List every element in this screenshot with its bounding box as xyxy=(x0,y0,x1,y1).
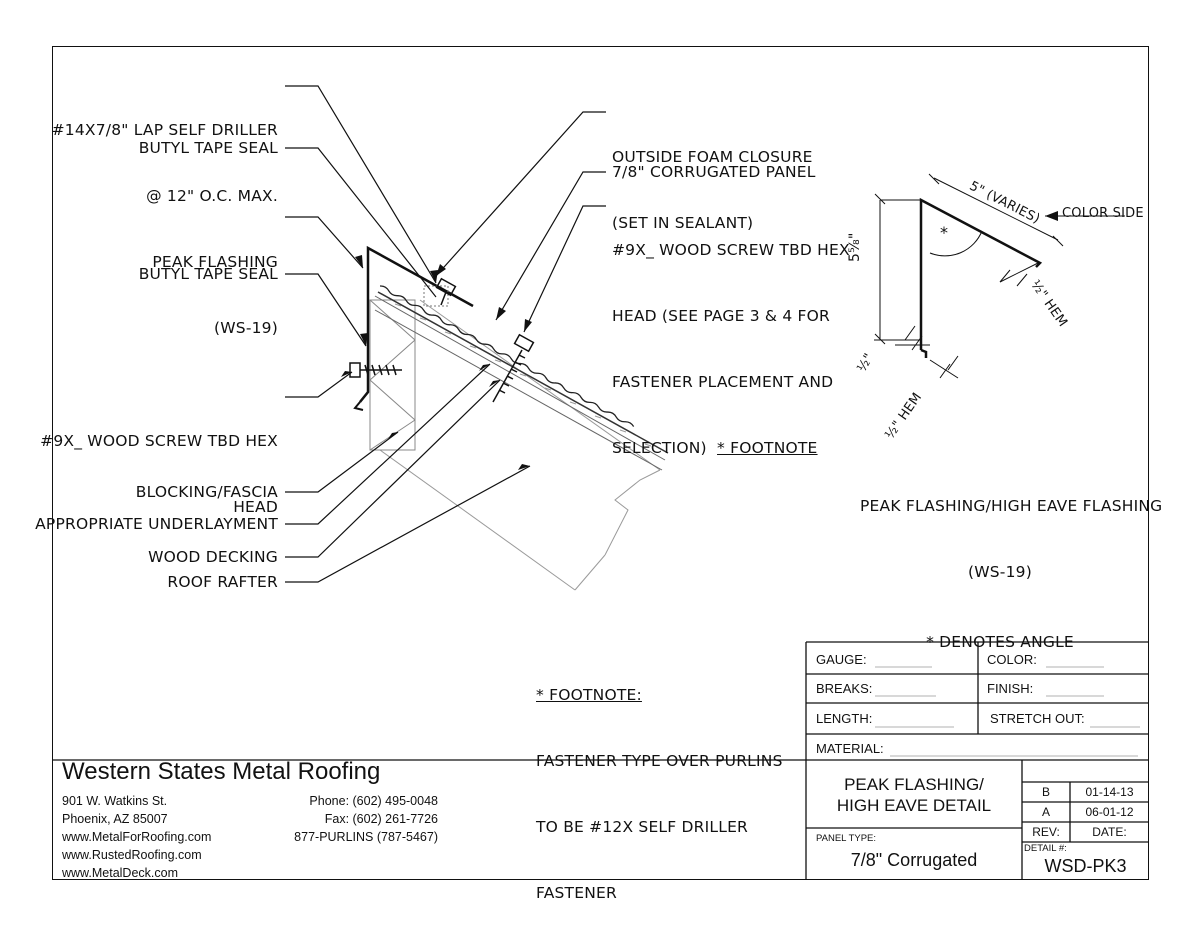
company-contact: Phone: (602) 495-0048 Fax: (602) 261-772… xyxy=(270,792,438,846)
material-label: MATERIAL: xyxy=(816,741,884,756)
revision-a-date: 06-01-12 xyxy=(1085,805,1134,819)
panel-screw-line-3: FASTENER PLACEMENT AND xyxy=(612,373,834,391)
panel-screw-callout: #9X_ WOOD SCREW TBD HEX HEAD (SEE PAGE 3… xyxy=(612,195,850,481)
foam-closure-shape xyxy=(423,285,449,307)
underlayment-line xyxy=(377,291,669,454)
panel-screw-line-4: SELECTION) * FOOTNOTE xyxy=(612,439,818,457)
revision-b-date: 01-14-13 xyxy=(1085,785,1134,799)
underlayment-callout: APPROPRIATE UNDERLAYMENT xyxy=(35,515,278,533)
length-label: LENGTH: xyxy=(816,711,873,726)
panel-callout: 7/8" CORRUGATED PANEL xyxy=(612,163,816,181)
foam-closure-callout: OUTSIDE FOAM CLOSURE (SET IN SEALANT) xyxy=(612,102,813,256)
phone-number: Phone: (602) 495-0048 xyxy=(309,794,438,808)
detail-number-label: DETAIL #: xyxy=(1024,843,1067,854)
title-block-grid xyxy=(52,641,1149,880)
peak-flashing-line-2: (WS-19) xyxy=(214,319,278,337)
flashing-detail-caption: PEAK FLASHING/HIGH EAVE FLASHING (WS-19)… xyxy=(860,451,1163,675)
spec-blank-lines xyxy=(875,666,1140,757)
revision-a: A xyxy=(1041,805,1050,819)
corrugated-panel-shape xyxy=(379,285,635,427)
wood-decking-shape xyxy=(374,295,666,471)
finish-label: FINISH: xyxy=(987,681,1034,696)
drawing-sheet-border xyxy=(52,46,1149,880)
revision-b: B xyxy=(1041,785,1050,799)
panel-screw-line-2: HEAD (SEE PAGE 3 & 4 FOR xyxy=(612,307,831,325)
revision-header: REV: xyxy=(1032,825,1060,839)
lap-driller-callout: #14X7/8" LAP SELF DRILLER @ 12" O.C. MAX… xyxy=(52,75,278,229)
breaks-label: BREAKS: xyxy=(816,681,873,696)
footnote-line-2: TO BE #12X SELF DRILLER xyxy=(536,818,749,836)
blocking-callout: BLOCKING/FASCIA xyxy=(135,483,278,501)
color-side-label: COLOR SIDE xyxy=(1062,206,1144,221)
wood-screw-line-1: #9X_ WOOD SCREW TBD HEX xyxy=(40,432,278,450)
panel-screw-line-1: #9X_ WOOD SCREW TBD HEX xyxy=(612,241,850,259)
leader-arrowheads xyxy=(341,255,532,470)
flashing-dimension-lines xyxy=(874,173,1125,379)
leader-lines-right xyxy=(435,111,606,333)
detail-number: WSD-PK3 xyxy=(1044,856,1127,876)
stretch-out-label: STRETCH OUT: xyxy=(990,711,1085,726)
lap-driller-line-2: @ 12" O.C. MAX. xyxy=(146,187,278,205)
lap-screw-shape xyxy=(435,277,457,306)
website-link-3[interactable]: www.MetalDeck.com xyxy=(62,866,178,880)
gauge-label: GAUGE: xyxy=(816,652,867,667)
toll-free-number: 877-PURLINS (787-5467) xyxy=(294,830,438,844)
peak-flashing-line-1: PEAK FLASHING xyxy=(152,253,278,271)
wood-screw-line-2: HEAD xyxy=(233,498,278,516)
peak-flashing-callout: PEAK FLASHING (WS-19) xyxy=(152,207,278,361)
drawing-title-line-1: PEAK FLASHING/ xyxy=(844,775,984,794)
color-label: COLOR: xyxy=(987,652,1037,667)
footnote-title: * FOOTNOTE: xyxy=(536,686,642,704)
panel-wood-screw-shape xyxy=(492,333,535,403)
fascia-wood-screw-shape xyxy=(349,362,402,378)
flashing-caption-line-2: (WS-19) xyxy=(968,563,1032,581)
wood-screw-callout: #9X_ WOOD SCREW TBD HEX HEAD xyxy=(40,386,278,540)
company-address: 901 W. Watkins St. Phoenix, AZ 85007 www… xyxy=(62,792,211,882)
butyl-bottom-callout: BUTYL TAPE SEAL xyxy=(138,265,278,283)
flashing-caption-line-1: PEAK FLASHING/HIGH EAVE FLASHING xyxy=(860,497,1163,515)
footnote-line-3: FASTENER xyxy=(536,884,617,902)
drawing-title: PEAK FLASHING/ HIGH EAVE DETAIL xyxy=(806,774,1022,816)
foam-closure-line-1: OUTSIDE FOAM CLOSURE xyxy=(612,148,813,166)
leader-lines-left xyxy=(285,85,531,583)
foam-closure-line-2: (SET IN SEALANT) xyxy=(612,214,754,232)
company-name: Western States Metal Roofing xyxy=(62,758,381,785)
drawing-title-line-2: HIGH EAVE DETAIL xyxy=(836,796,992,815)
flashing-profile-detail xyxy=(919,197,1043,358)
color-side-arrow xyxy=(1045,211,1058,221)
fax-number: Fax: (602) 261-7726 xyxy=(324,812,438,826)
website-link-1[interactable]: www.MetalForRoofing.com xyxy=(62,830,212,844)
address-line-2: Phoenix, AZ 85007 xyxy=(62,812,168,826)
dimension-height-label: 5⅝" xyxy=(847,232,863,262)
website-link-2[interactable]: www.RustedRoofing.com xyxy=(62,848,202,862)
footnote-line-1: FASTENER TYPE OVER PURLINS xyxy=(536,752,783,770)
blocking-fascia-shape xyxy=(369,299,416,451)
panel-type-value: 7/8" Corrugated xyxy=(850,850,978,870)
address-line-1: 901 W. Watkins St. xyxy=(62,794,168,808)
panel-type-label: PANEL TYPE: xyxy=(816,833,877,844)
footnote-reference: * FOOTNOTE xyxy=(717,439,818,457)
date-header: DATE: xyxy=(1092,825,1127,839)
footnote-block: * FOOTNOTE: FASTENER TYPE OVER PURLINS T… xyxy=(536,640,783,926)
butyl-top-callout: BUTYL TAPE SEAL xyxy=(138,139,278,157)
angle-mark: * xyxy=(940,223,949,242)
rafter-callout: ROOF RAFTER xyxy=(167,573,278,591)
flashing-caption-line-3: * DENOTES ANGLE xyxy=(926,633,1074,651)
roof-rafter-shape xyxy=(379,299,661,591)
decking-callout: WOOD DECKING xyxy=(148,548,278,566)
lap-driller-line-1: #14X7/8" LAP SELF DRILLER xyxy=(51,121,278,139)
